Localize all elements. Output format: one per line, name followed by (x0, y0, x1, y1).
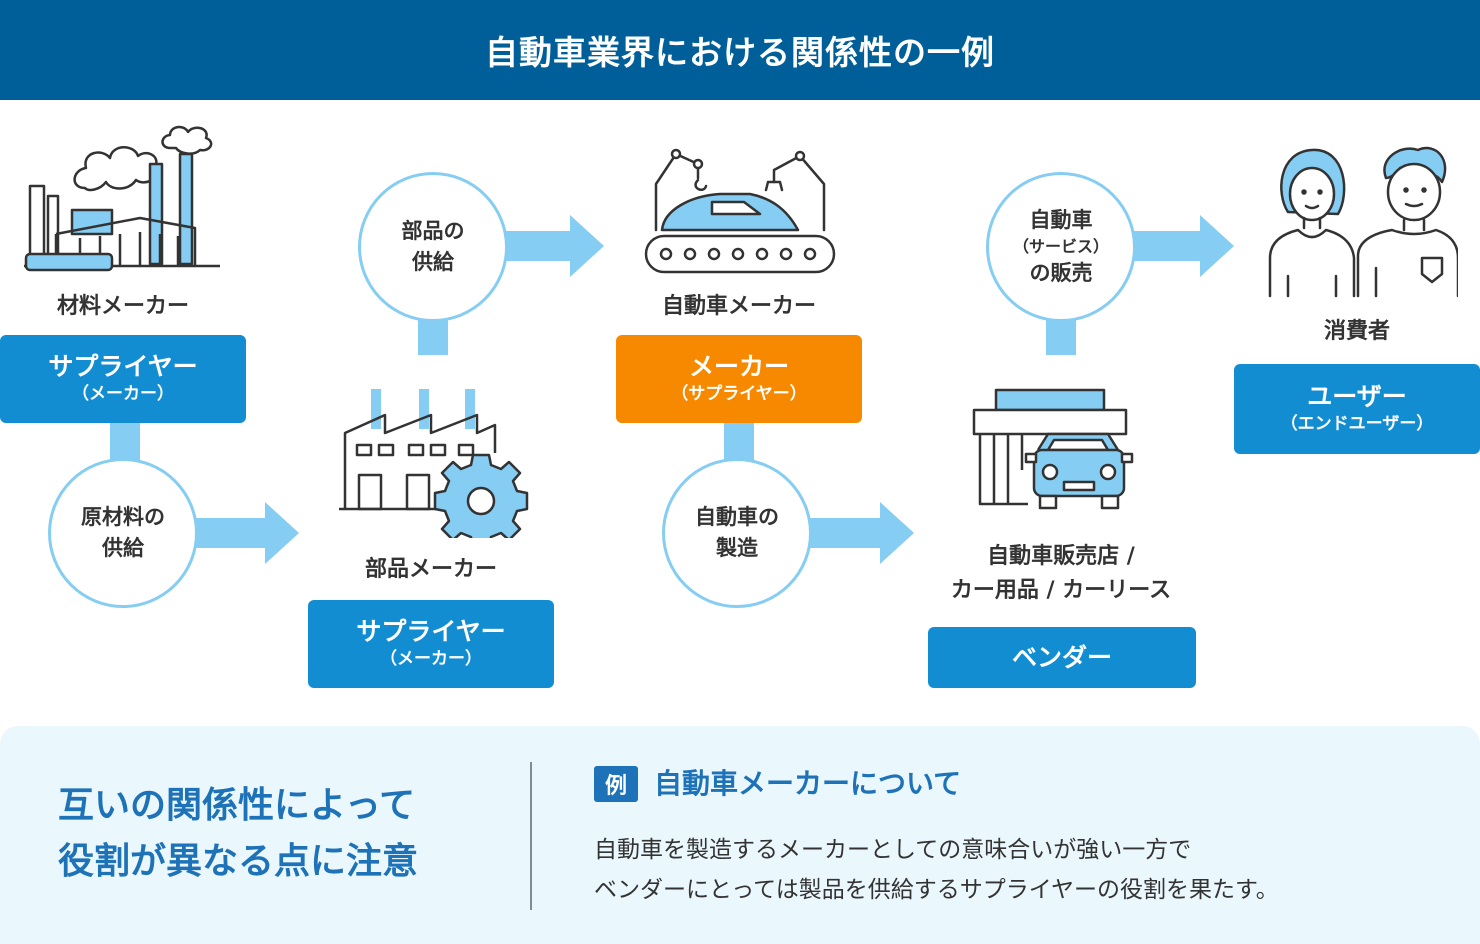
note-lead: 互いの関係性によって 役割が異なる点に注意 (58, 778, 418, 890)
parts-role-main: サプライヤー (356, 617, 506, 646)
flow-sales-line1: 自動車 (1029, 208, 1093, 232)
parts-maker-label: 部品メーカー (364, 557, 497, 582)
parts-factory-gear-icon (339, 389, 529, 538)
page-title: 自動車業界における関係性の一例 (485, 33, 995, 72)
automaker-role-main: メーカー (688, 352, 789, 381)
flow-sales: 自動車 （サービス） の販売 (986, 172, 1136, 322)
dealer-role-main: ベンダー (1011, 642, 1112, 672)
example-body-line2: ベンダーにとっては製品を供給するサプライヤーの役割を果たす。 (594, 877, 1279, 903)
automaker-label: 自動車メーカー (661, 294, 816, 319)
header-banner: 自動車業界における関係性の一例 (0, 0, 1480, 100)
material-maker-label: 材料メーカー (56, 294, 189, 319)
flow-raw-supply-line2: 供給 (102, 536, 144, 560)
consumer-role-badge: ユーザー （エンドユーザー） (1234, 364, 1480, 454)
relationship-diagram: 原材料の 供給 部品の 供給 自動車の 製造 自動車 （サービス） の販売 材料… (0, 100, 1480, 720)
dealer-label-line1: 自動車販売店 / (987, 544, 1135, 569)
example-body-line1: 自動車を製造するメーカーとしての意味合いが強い一方で (594, 837, 1192, 863)
flow-parts-supply-line1: 部品の (401, 219, 465, 243)
example-body: 自動車を製造するメーカーとしての意味合いが強い一方で ベンダーにとっては製品を供… (594, 830, 1279, 910)
automaker-role-sub: （サプライヤー） (671, 384, 807, 404)
material-role-badge: サプライヤー （メーカー） (0, 335, 246, 423)
flow-sales-line3: の販売 (1029, 261, 1093, 285)
material-role-sub: （メーカー） (72, 384, 174, 404)
flow-raw-supply-line1: 原材料の (81, 505, 165, 529)
consumers-couple-icon (1268, 147, 1458, 298)
consumer-label: 消費者 (1323, 319, 1390, 344)
automaker-role-badge: メーカー （サプライヤー） (616, 335, 862, 423)
flow-sales-line2: （サービス） (1012, 237, 1109, 256)
assembly-robot-car-icon (644, 148, 836, 274)
connector-material (110, 420, 140, 465)
note-panel: 互いの関係性によって 役割が異なる点に注意 例 自動車メーカーについて 自動車を… (0, 726, 1480, 944)
note-lead-line1: 互いの関係性によって (58, 785, 416, 826)
parts-role-badge: サプライヤー （メーカー） (308, 600, 554, 688)
material-role-main: サプライヤー (48, 352, 198, 381)
car-dealer-shop-icon (972, 388, 1134, 510)
note-lead-line2: 役割が異なる点に注意 (58, 841, 419, 882)
flow-parts-supply: 部品の 供給 (358, 172, 508, 322)
flow-manufacturing-line1: 自動車の (695, 505, 779, 529)
factory-icon (24, 125, 220, 272)
dealer-label-line2: カー用品 / カーリース (950, 578, 1172, 603)
arrow-raw-supply (195, 502, 299, 564)
arrow-manufacturing (810, 502, 914, 564)
flow-parts-supply-line2: 供給 (412, 250, 454, 274)
example-title: 自動車メーカーについて (654, 767, 962, 800)
example-tag: 例 (594, 766, 638, 802)
consumer-role-main: ユーザー (1307, 382, 1407, 411)
flow-manufacturing: 自動車の 製造 (662, 458, 812, 608)
arrow-sales (1130, 215, 1234, 277)
parts-role-sub: （メーカー） (380, 649, 482, 669)
consumer-role-sub: （エンドユーザー） (1280, 414, 1434, 434)
flow-manufacturing-line2: 製造 (716, 536, 758, 560)
arrow-parts-supply (500, 215, 604, 277)
connector-automaker (724, 420, 754, 465)
note-divider (530, 762, 532, 910)
dealer-label: 自動車販売店 / カー用品 / カーリース (900, 540, 1222, 608)
dealer-role-badge: ベンダー (928, 627, 1196, 688)
flow-raw-supply: 原材料の 供給 (48, 458, 198, 608)
